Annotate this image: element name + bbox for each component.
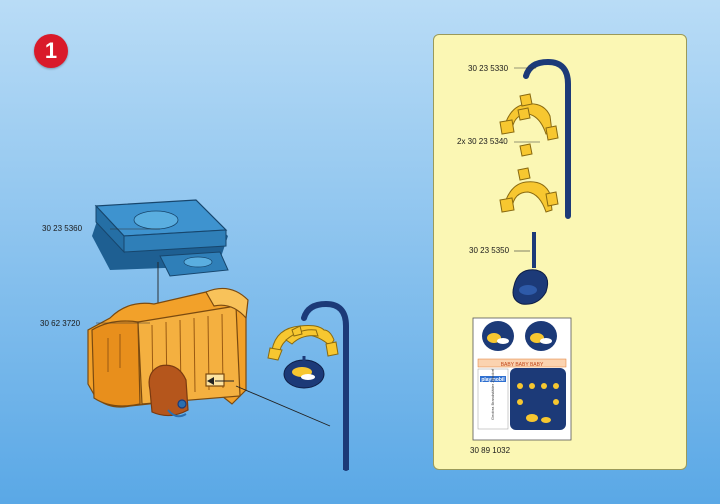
sticker-fine-print: Geobra Brandstätter Zirndorf bbox=[490, 368, 495, 420]
mobile-arm-upper bbox=[500, 94, 558, 140]
crib-part bbox=[88, 288, 248, 416]
mobile-arm-lower bbox=[500, 144, 558, 212]
mattress-part bbox=[92, 200, 228, 276]
sticker-strip-text: BABY BABY BABY bbox=[501, 362, 544, 368]
assembled-mobile bbox=[268, 304, 346, 470]
mobile-hub bbox=[513, 232, 548, 304]
crib-mount-line bbox=[236, 386, 330, 426]
